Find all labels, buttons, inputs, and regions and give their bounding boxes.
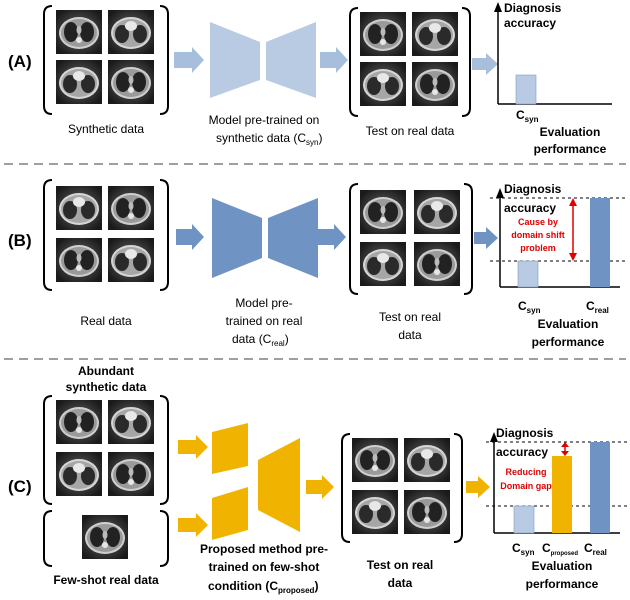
panel-c-arrow-2 bbox=[306, 475, 334, 499]
panel-c-gap-note-1: Reducing bbox=[505, 467, 546, 477]
panel-a-chart bbox=[494, 2, 612, 105]
panel-b-tag: (B) bbox=[8, 231, 32, 250]
panel-c-eval-caption-2: performance bbox=[526, 577, 599, 591]
panel-b-chart bbox=[490, 188, 628, 288]
panel-b-input-grid bbox=[43, 179, 169, 291]
panel-a-eval-caption-2: performance bbox=[534, 142, 607, 156]
panel-b-bar-creal bbox=[590, 198, 610, 287]
panel-b-input-caption: Real data bbox=[80, 314, 132, 328]
panel-c-model-caption-1: Proposed method pre- bbox=[200, 542, 328, 556]
panel-c-model-caption-3: condition (Cproposed) bbox=[208, 579, 318, 595]
panel-a-eval-caption-1: Evaluation bbox=[540, 125, 601, 139]
panel-c-chart-title-1: Diagnosis bbox=[496, 426, 554, 440]
panel-c-tag: (C) bbox=[8, 477, 32, 496]
panel-c-model bbox=[212, 423, 300, 540]
panel-c: (C) Abundant synthetic data Few-shot rea… bbox=[8, 364, 628, 595]
panel-b-model-caption-2: trained on real bbox=[226, 314, 303, 328]
panel-b-arrow-1 bbox=[176, 224, 204, 250]
panel-a-test-grid bbox=[349, 7, 471, 117]
panel-a-arrow-3 bbox=[472, 53, 498, 75]
panel-c-model-caption-2: trained on few-shot bbox=[209, 560, 320, 574]
panel-c-bar3-label: Creal bbox=[584, 541, 607, 557]
panel-c-test-caption-1: Test on real bbox=[367, 558, 433, 572]
panel-b-model-caption-1: Model pre- bbox=[235, 296, 292, 310]
panel-c-eval-caption-1: Evaluation bbox=[532, 559, 593, 573]
panel-b-test-caption-2: data bbox=[398, 328, 422, 342]
panel-c-input-caption-1: Abundant bbox=[78, 364, 134, 378]
panel-a-bar-csyn bbox=[515, 74, 537, 105]
panel-b-arrow-3 bbox=[474, 227, 498, 249]
panel-b: (B) Real data Model pre- trained on real… bbox=[8, 179, 628, 349]
panel-a-model bbox=[210, 22, 316, 98]
panel-c-fewshot-frame bbox=[43, 510, 169, 567]
panel-a-model-caption-2: synthetic data (Csyn) bbox=[216, 131, 323, 147]
panel-b-gap-note-1: Cause by bbox=[518, 217, 558, 227]
panel-b-chart-title-1: Diagnosis bbox=[504, 182, 562, 196]
panel-b-bar2-label: Creal bbox=[586, 299, 609, 315]
panel-a-tag: (A) bbox=[8, 52, 32, 71]
panel-a-chart-title-2: accuracy bbox=[504, 16, 556, 30]
panel-c-bar-cproposed bbox=[552, 456, 572, 533]
panel-c-test-caption-2: data bbox=[388, 576, 413, 590]
panel-a-input-caption: Synthetic data bbox=[68, 122, 144, 136]
panel-c-arrow-fewshot bbox=[178, 513, 208, 537]
panel-b-chart-title-2: accuracy bbox=[504, 201, 556, 215]
panel-b-model bbox=[212, 198, 318, 278]
panel-b-test-caption-1: Test on real bbox=[379, 310, 441, 324]
panel-c-gap-note-2: Domain gap bbox=[500, 481, 552, 491]
panel-b-gap-note-2: domain shift bbox=[511, 230, 565, 240]
panel-a-arrow-2 bbox=[320, 47, 348, 73]
panel-c-test-grid bbox=[341, 433, 463, 543]
panel-a-test-caption: Test on real data bbox=[366, 124, 455, 138]
panel-c-fewshot-caption: Few-shot real data bbox=[53, 573, 159, 587]
panel-a-input-grid bbox=[43, 5, 169, 115]
panel-c-chart-title-2: accuracy bbox=[496, 445, 548, 459]
panel-a-bar-label: Csyn bbox=[516, 108, 539, 124]
panel-b-eval-caption-1: Evaluation bbox=[538, 317, 599, 331]
panel-c-bar1-label: Csyn bbox=[512, 541, 535, 557]
panel-a-chart-title-1: Diagnosis bbox=[504, 1, 562, 15]
panel-a-model-caption-1: Model pre-trained on bbox=[209, 113, 320, 127]
panel-c-synthetic-grid bbox=[43, 395, 169, 505]
panel-c-bar2-label: Cproposed bbox=[542, 541, 578, 557]
panel-b-bar-csyn bbox=[517, 260, 539, 288]
panel-c-arrow-synthetic bbox=[178, 435, 208, 459]
panel-c-bar-csyn bbox=[513, 505, 535, 534]
panel-a: (A) Synthetic data Model pre-trained on … bbox=[8, 1, 612, 156]
panel-b-test-grid bbox=[349, 183, 473, 295]
panel-b-eval-caption-2: performance bbox=[532, 335, 605, 349]
panel-c-chart bbox=[486, 432, 628, 534]
panel-b-model-caption-3: data (Creal) bbox=[232, 332, 289, 348]
panel-c-arrow-3 bbox=[466, 476, 490, 498]
panel-b-arrow-2 bbox=[318, 224, 346, 250]
panel-c-bar-creal bbox=[590, 442, 610, 533]
panel-b-bar1-label: Csyn bbox=[518, 299, 541, 315]
panel-a-arrow-1 bbox=[174, 47, 204, 73]
panel-c-input-caption-2: synthetic data bbox=[66, 380, 147, 394]
panel-b-gap-note-3: problem bbox=[520, 243, 556, 253]
